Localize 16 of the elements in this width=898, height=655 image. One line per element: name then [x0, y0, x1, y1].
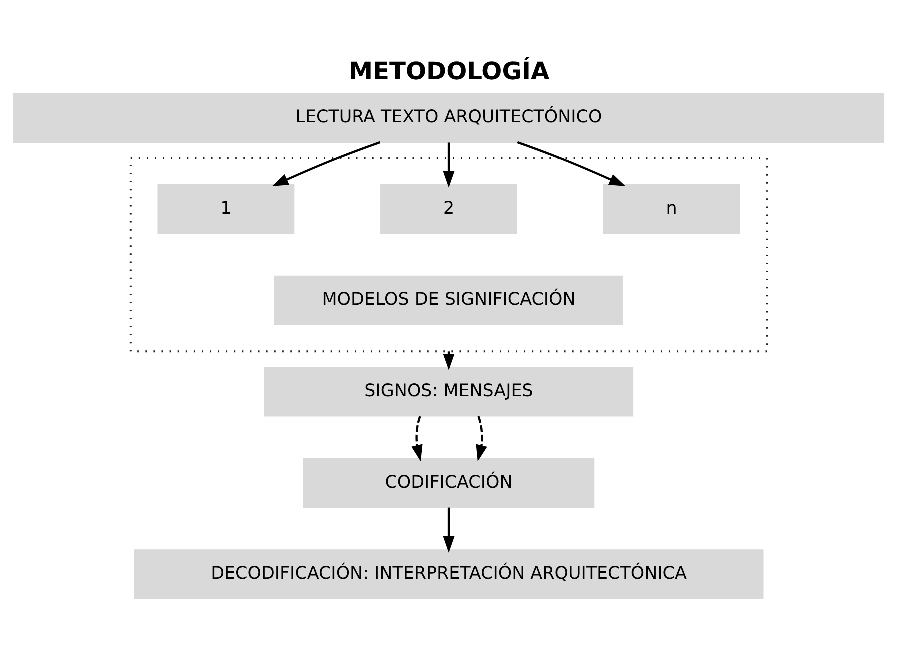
arrow: [443, 142, 455, 188]
node-box: n: [603, 184, 740, 234]
cluster: [130, 157, 768, 353]
diagram-title: METODOLOGÍA: [349, 58, 550, 86]
node-box: MODELOS DE SIGNIFICACIÓN: [274, 276, 624, 326]
node-box: LECTURA TEXTO ARQUITECTÓNICO: [13, 93, 885, 143]
arrow: [443, 508, 455, 553]
node-box: 2: [380, 184, 518, 234]
arrow: [272, 141, 381, 186]
node-box: CODIFICACIÓN: [303, 458, 595, 508]
node-box: SIGNOS: MENSAJES: [264, 367, 634, 417]
arrow: [476, 416, 488, 462]
arrow: [412, 416, 423, 462]
node-box: DECODIFICACIÓN: INTERPRETACIÓN ARQUITECTÓNICA: [134, 550, 764, 600]
arrow: [517, 141, 626, 186]
node-box: 1: [158, 184, 295, 234]
